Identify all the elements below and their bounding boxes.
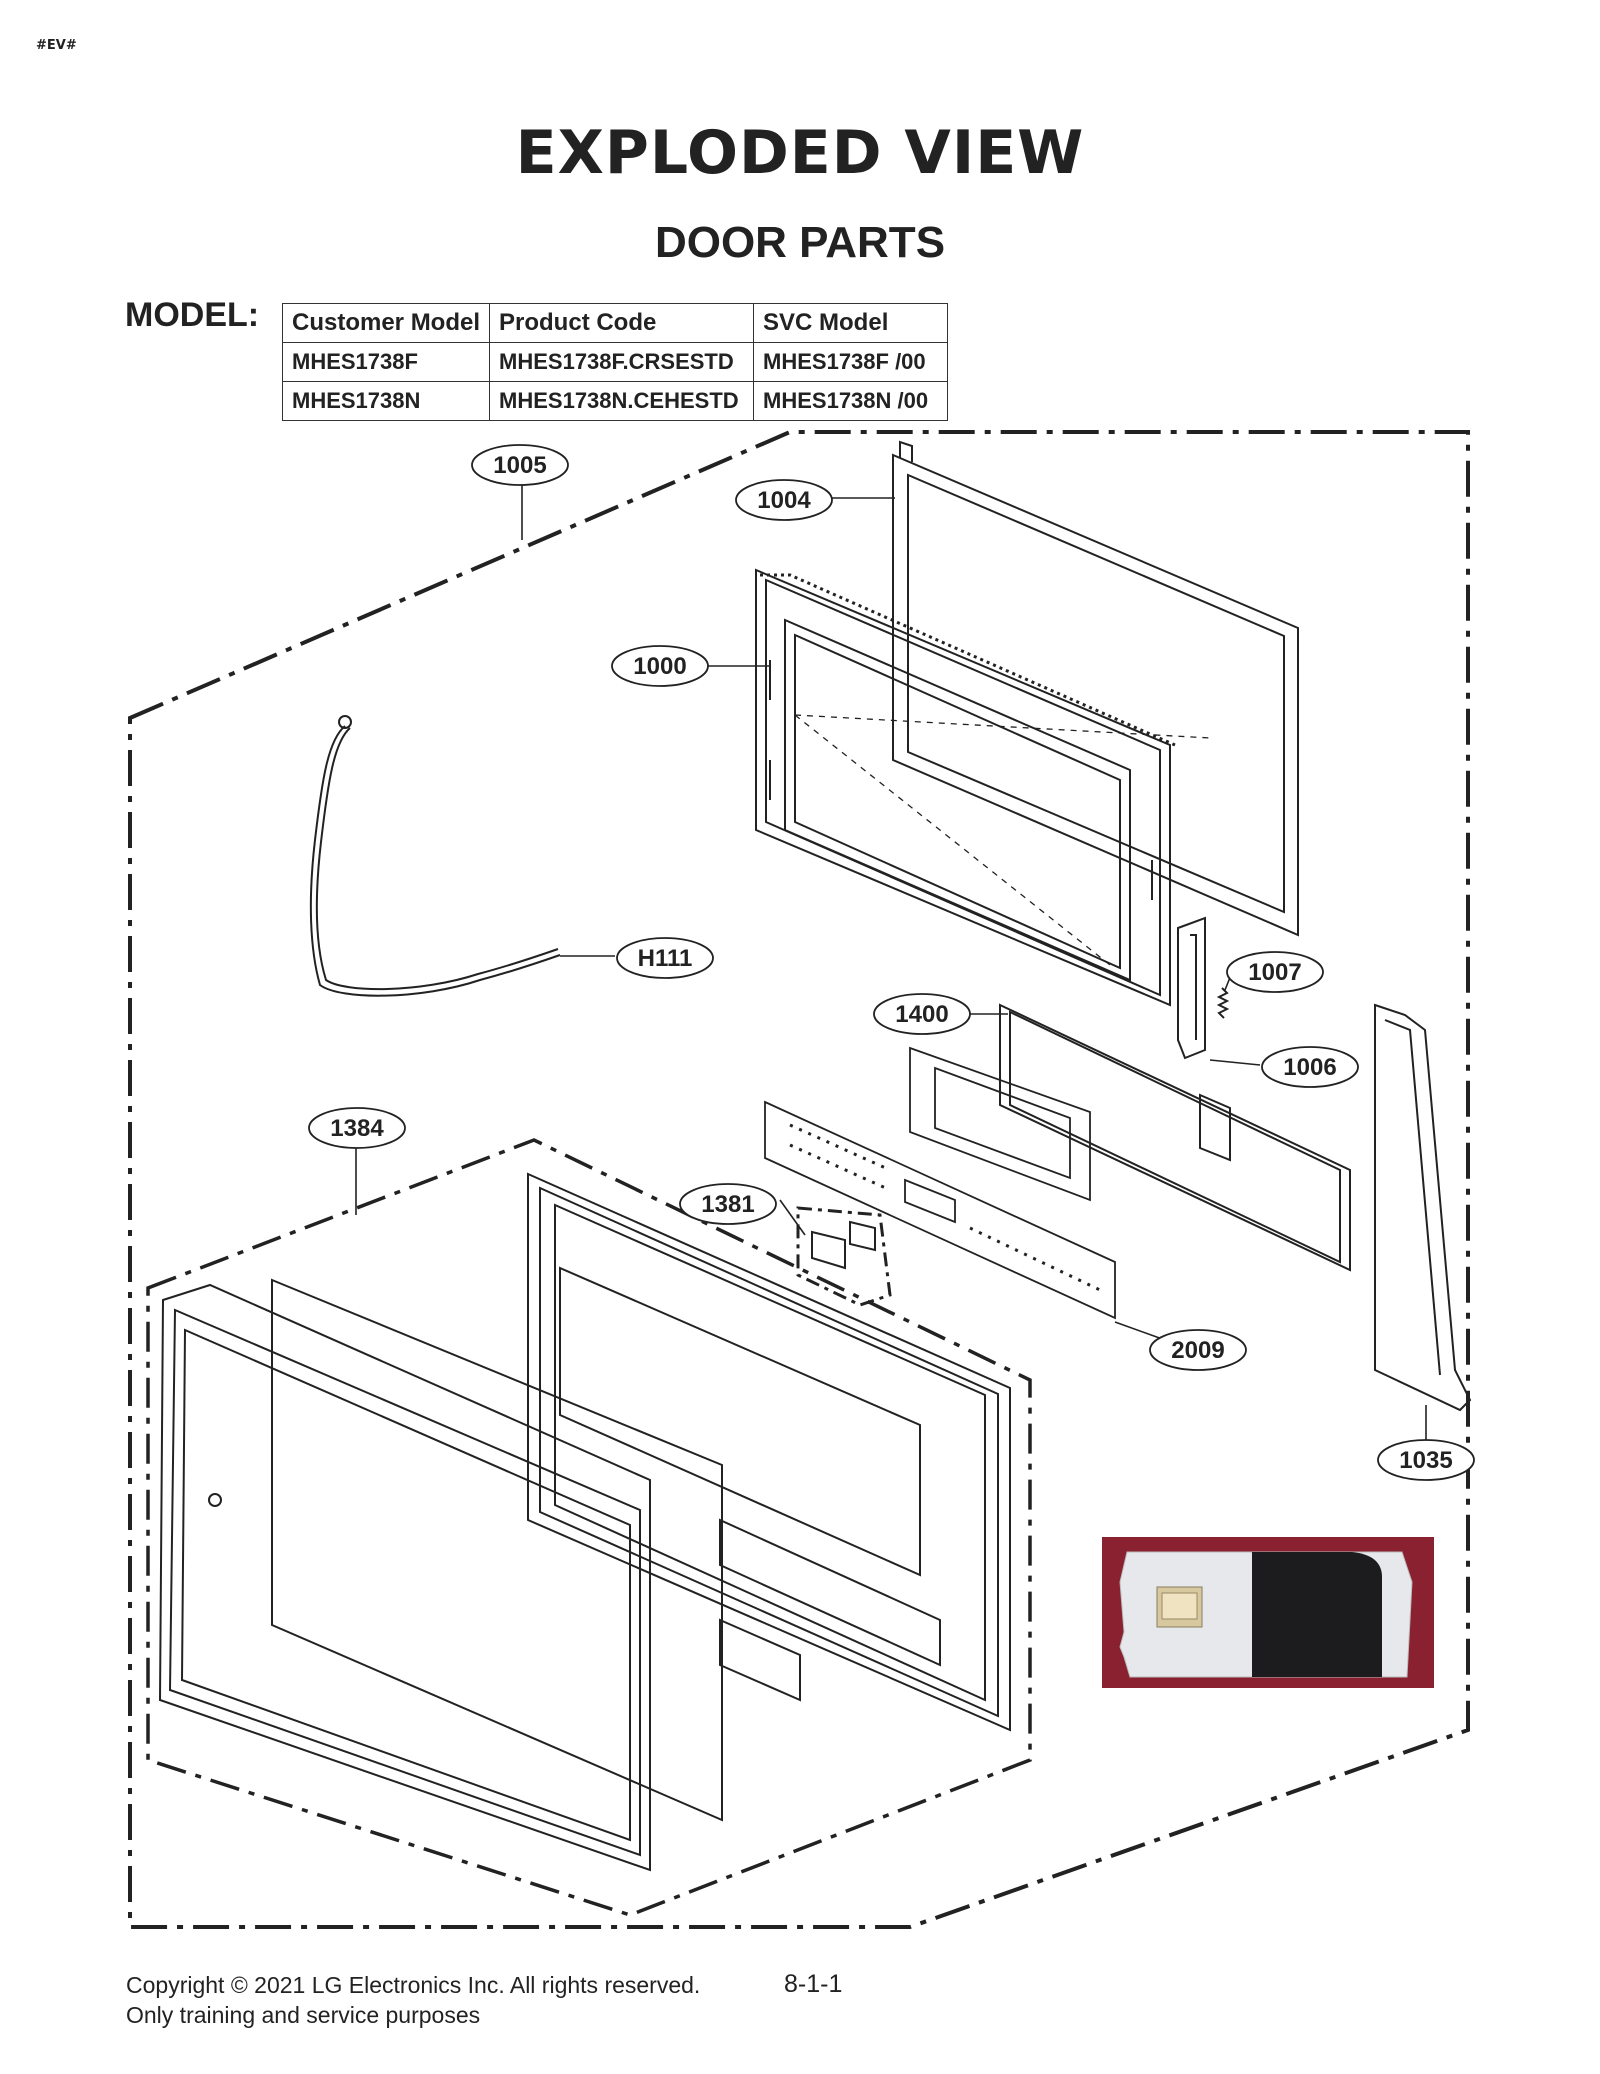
part-display-window xyxy=(909,1046,1091,1202)
callout-1004: 1004 xyxy=(735,479,833,521)
part-1000-door-frame xyxy=(755,568,1211,1007)
model-table-header: Customer Model Product Code SVC Model xyxy=(281,303,949,343)
part-glass-panel xyxy=(271,1278,723,1822)
model-label: MODEL: xyxy=(125,296,260,334)
part-1004-rear-frame xyxy=(892,440,1299,937)
header-customer-model: Customer Model xyxy=(281,303,491,343)
part-1035-side-trim xyxy=(1374,1003,1472,1412)
part-2009-pcb xyxy=(764,1100,1116,1320)
part-1006-hinge-bracket xyxy=(1177,916,1206,1060)
callout-1000: 1000 xyxy=(611,645,709,687)
cell-product-code: MHES1738N.CEHESTD xyxy=(489,381,755,421)
callout-2009: 2009 xyxy=(1149,1329,1247,1371)
svg-text:1381: 1381 xyxy=(701,1191,754,1218)
callout-1400: 1400 xyxy=(873,993,971,1035)
part-1007-spring xyxy=(1216,987,1230,1019)
svg-text:1035: 1035 xyxy=(1399,1447,1452,1474)
svg-text:H111: H111 xyxy=(638,945,693,972)
door-subassembly-boundary xyxy=(146,1138,1032,1917)
cell-svc-model: MHES1738F /00 xyxy=(753,342,949,382)
page-subtitle: DOOR PARTS xyxy=(654,218,946,267)
svg-text:1007: 1007 xyxy=(1248,959,1301,986)
page-title: EXPLODED VIEW xyxy=(515,118,1085,188)
document-code-tag: #EV# xyxy=(36,38,77,53)
model-table: Customer Model Product Code SVC Model MH… xyxy=(281,303,949,421)
header-product-code: Product Code xyxy=(489,303,755,343)
svg-text:1384: 1384 xyxy=(330,1115,384,1142)
page-number: 8-1-1 xyxy=(784,1970,843,1998)
svg-text:1006: 1006 xyxy=(1283,1054,1336,1081)
svg-text:2009: 2009 xyxy=(1171,1337,1224,1364)
usage-note: Only training and service purposes xyxy=(126,2002,481,2028)
part-1381-photo xyxy=(1102,1537,1434,1688)
cell-customer-model: MHES1738N xyxy=(281,381,491,421)
model-table-row: MHES1738N MHES1738N.CEHESTD MHES1738N /0… xyxy=(281,381,949,421)
part-front-frame xyxy=(158,1283,651,1872)
callout-h111: H111 xyxy=(616,937,714,979)
callout-1007: 1007 xyxy=(1226,951,1324,993)
leader-lines xyxy=(355,484,1427,1440)
footer: Copyright © 2021 LG Electronics Inc. All… xyxy=(126,1970,700,2030)
callout-1381: 1381 xyxy=(679,1183,777,1225)
callout-1035: 1035 xyxy=(1377,1439,1475,1481)
svg-text:1005: 1005 xyxy=(493,452,546,479)
callout-1005: 1005 xyxy=(471,444,569,486)
part-1381-module xyxy=(796,1206,892,1307)
copyright-text: Copyright © 2021 LG Electronics Inc. All… xyxy=(126,1972,701,1998)
outer-boundary xyxy=(128,430,1470,1929)
svg-text:1400: 1400 xyxy=(895,1001,948,1028)
part-1400-panel-frame xyxy=(999,1003,1351,1272)
part-h111-wire-harness xyxy=(309,715,561,997)
svg-text:1004: 1004 xyxy=(757,487,811,514)
cell-svc-model: MHES1738N /00 xyxy=(753,381,949,421)
callout-1006: 1006 xyxy=(1261,1046,1359,1088)
callout-1384: 1384 xyxy=(308,1107,406,1149)
part-1384-door-frame xyxy=(527,1172,1011,1732)
svg-text:1000: 1000 xyxy=(633,653,686,680)
